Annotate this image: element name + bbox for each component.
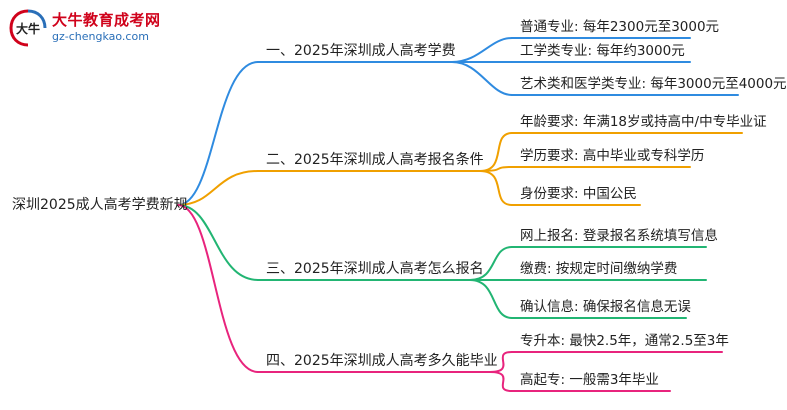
leaf-label: 工学类专业: 每年约3000元 xyxy=(520,43,685,59)
root-to-branch-connector xyxy=(177,170,259,206)
svg-text:大牛: 大牛 xyxy=(16,21,40,36)
mindmap-connectors xyxy=(177,37,743,392)
leaf-label: 学历要求: 高中毕业或专科学历 xyxy=(520,148,705,164)
branch-to-leaf-connector xyxy=(479,170,513,206)
root-to-branch-connector xyxy=(177,204,259,373)
leaf-label: 高起专: 一般需3年毕业 xyxy=(520,372,659,388)
leaf-label: 确认信息: 确保报名信息无误 xyxy=(520,299,691,315)
mindmap-root: 深圳2025成人高考学费新规 xyxy=(12,197,188,213)
leaf-label: 艺术类和医学类专业: 每年3000元至4000元 xyxy=(520,76,787,92)
branch-label: 四、2025年深圳成人高考多久能毕业 xyxy=(266,353,498,369)
logo-url: gz-chengkao.com xyxy=(52,30,149,43)
root-to-branch-connector xyxy=(177,61,259,206)
leaf-label: 身份要求: 中国公民 xyxy=(520,186,637,202)
leaf-label: 年龄要求: 年满18岁或持高中/中专毕业证 xyxy=(520,114,767,130)
leaf-label: 网上报名: 登录报名系统填写信息 xyxy=(520,228,718,244)
logo-title: 大牛教育成考网 xyxy=(52,11,161,29)
site-logo: 大牛 大牛教育成考网 gz-chengkao.com xyxy=(8,6,178,50)
leaf-label: 普通专业: 每年2300元至3000元 xyxy=(520,19,720,35)
branch-to-leaf-connector xyxy=(489,351,513,373)
branch-label: 三、2025年深圳成人高考怎么报名 xyxy=(266,261,484,277)
leaf-label: 专升本: 最快2.5年，通常2.5至3年 xyxy=(520,333,729,349)
branch-label: 一、2025年深圳成人高考学费 xyxy=(266,43,456,59)
branch-to-leaf-connector xyxy=(489,371,513,392)
branch-label: 二、2025年深圳成人高考报名条件 xyxy=(266,152,484,168)
branch-to-leaf-connector xyxy=(451,37,513,63)
branch-to-leaf-connector xyxy=(451,61,513,96)
root-to-branch-connector xyxy=(177,204,259,281)
leaf-label: 缴费: 按规定时间缴纳学费 xyxy=(520,261,678,277)
branch-to-leaf-connector xyxy=(479,132,513,172)
logo-mark-icon: 大牛 xyxy=(9,9,47,47)
branch-to-leaf-connector xyxy=(469,279,513,319)
